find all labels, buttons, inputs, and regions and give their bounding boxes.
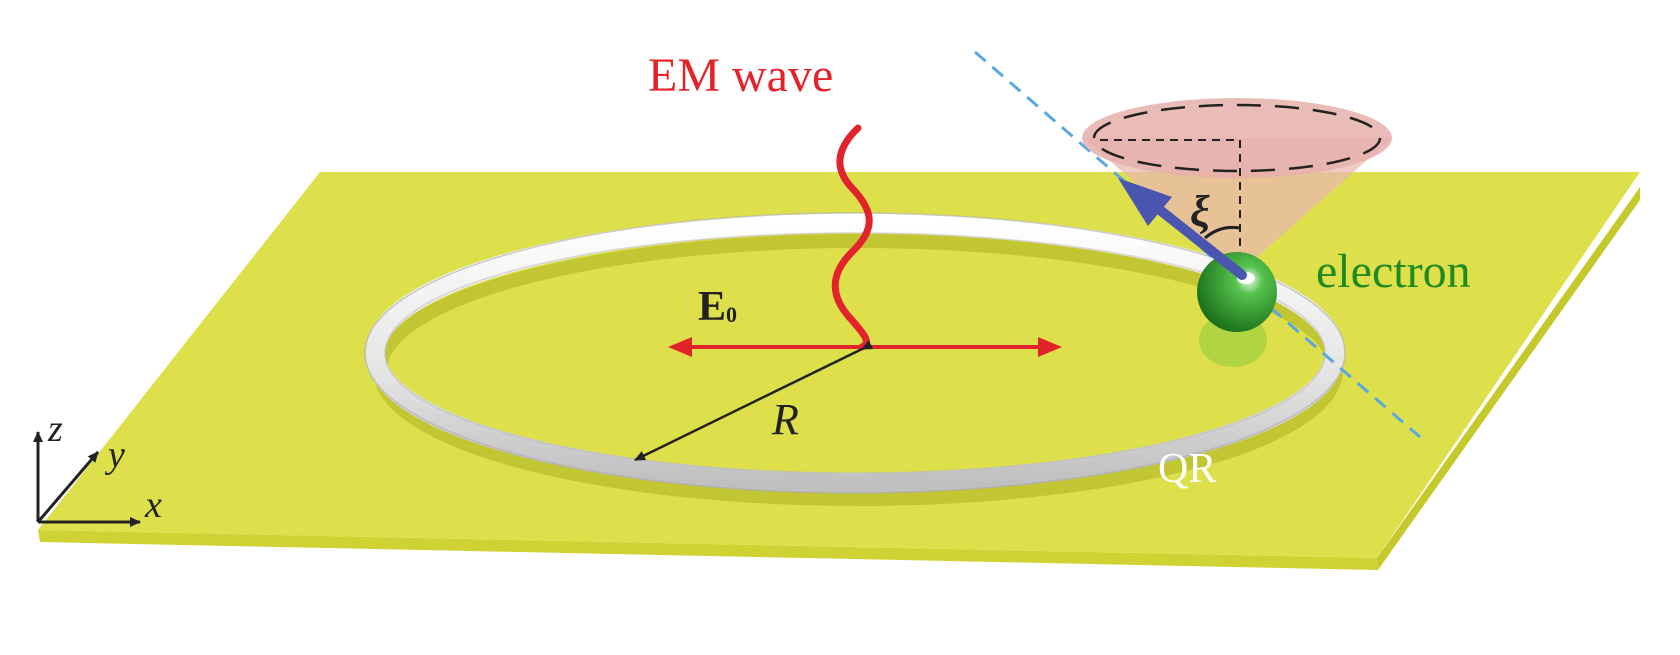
axis-y-label: y (108, 434, 125, 476)
cone-top (1082, 98, 1392, 178)
em-wave-label: EM wave (648, 49, 834, 102)
quantization-axis (974, 50, 1421, 439)
em-wave (831, 124, 873, 351)
axis-y-line (36, 451, 100, 523)
ring-edge (364, 212, 1346, 494)
precession-cone (1082, 98, 1392, 272)
radius-arrow (634, 340, 874, 462)
field-subscript: 0 (726, 302, 738, 327)
axis-z-label: z (48, 408, 63, 450)
electron-label: electron (1316, 245, 1471, 298)
axis-x-label: x (145, 484, 162, 526)
field-symbol: E (698, 284, 727, 330)
angle-label: ξ (1190, 187, 1210, 236)
ring-label: QR (1158, 446, 1217, 492)
ring-body (365, 213, 1345, 493)
xi-angle-arc (1204, 226, 1241, 240)
field-label: E0 (698, 286, 737, 328)
substrate-front (38, 530, 1378, 570)
electron (1197, 252, 1277, 367)
radius-label: R (772, 395, 799, 444)
coordinate-axes (33, 431, 141, 527)
electron-sphere (1197, 252, 1277, 332)
cone-rim (1092, 103, 1382, 173)
spin-arrow (1118, 178, 1247, 280)
substrate-side (1377, 187, 1640, 570)
